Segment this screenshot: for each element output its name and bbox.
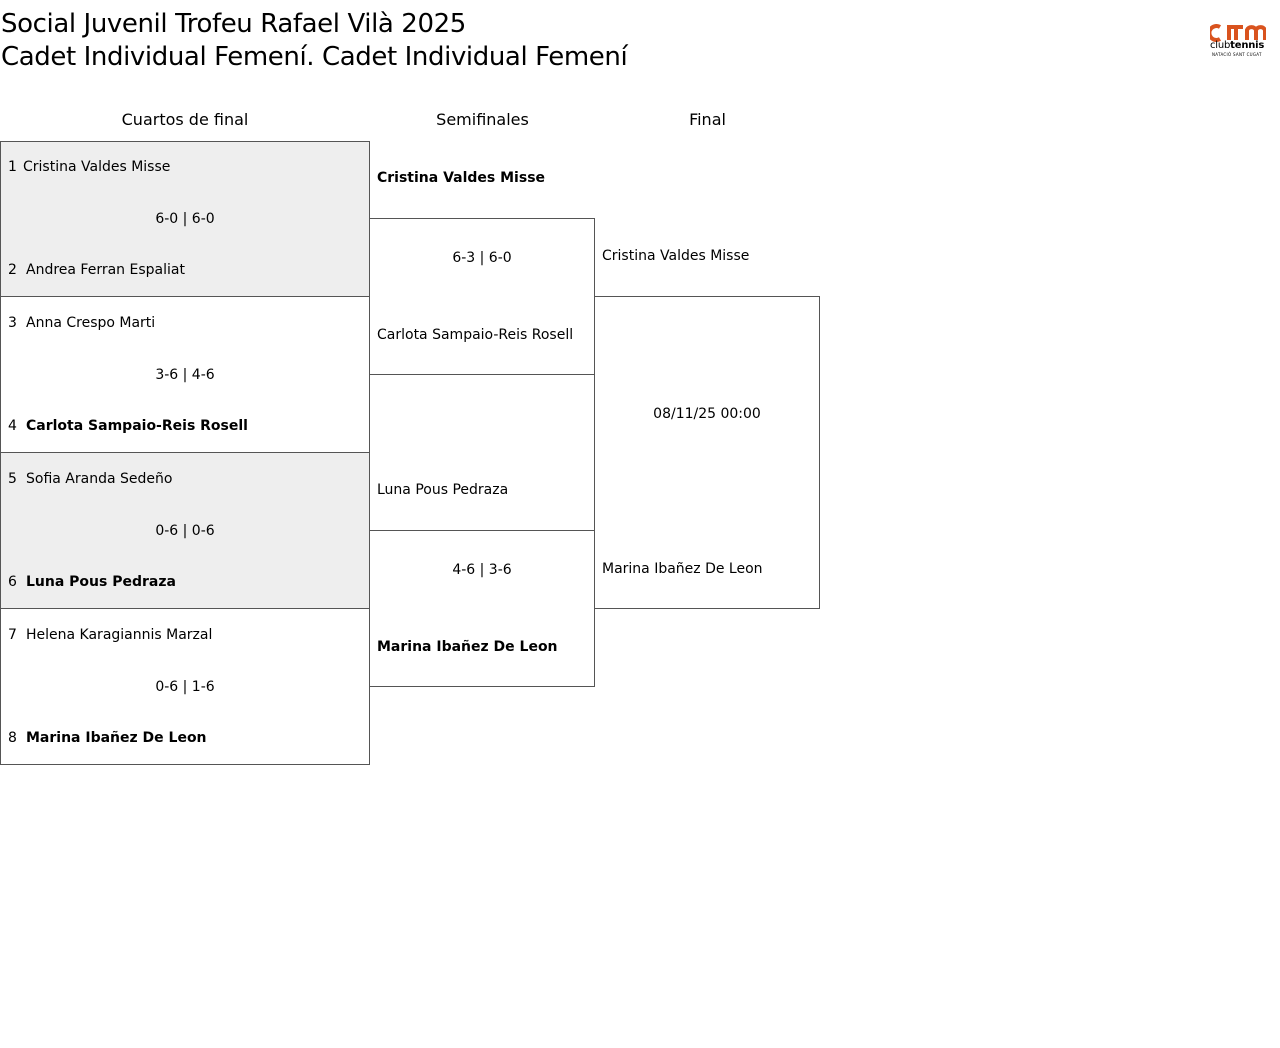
player-seed: 7 [8,627,17,643]
player-name: Sofia Aranda Sedeño [26,471,173,487]
semifinal-2-player-2-winner[interactable]: Marina Ibañez De Leon [377,639,558,655]
final-match[interactable]: 08/11/25 00:00 Marina Ibañez De Leon [594,296,820,609]
quarterfinal-match-1[interactable]: 1 Cristina Valdes Misse 6-0 | 6-0 2 Andrea… [0,141,370,297]
match-score: 6-0 | 6-0 [155,211,215,227]
semifinal-1-player-2[interactable]: Carlota Sampaio-Reis Rosell [377,327,574,343]
player-name: Andrea Ferran Espaliat [26,262,185,278]
logo-word-bold: tennis [1230,40,1265,51]
semifinal-2-player-1[interactable]: Luna Pous Pedraza [377,482,509,498]
quarterfinal-match-2[interactable]: 3 Anna Crespo Marti 3-6 | 4-6 4 Carlota Sa… [0,296,370,453]
tournament-name: Social Juvenil Trofeu Rafael Vilà 2025 [1,9,466,39]
match-score: 6-3 | 6-0 [452,250,512,266]
player-entry[interactable]: 3 Anna Crespo Marti [8,313,155,333]
match-score: 0-6 | 1-6 [155,679,215,695]
player-entry[interactable]: 7 Helena Karagiannis Marzal [8,625,212,645]
player-seed: 5 [8,471,17,487]
match-score: 4-6 | 3-6 [452,562,512,578]
match-schedule: 08/11/25 00:00 [653,406,761,422]
semifinal-1-player-1-winner[interactable]: Cristina Valdes Misse [377,170,546,186]
round-header-quarterfinals: Cuartos de final [121,110,249,129]
quarterfinal-match-3[interactable]: 5 Sofia Aranda Sedeño 0-6 | 0-6 6 Luna Pou… [0,452,370,609]
semifinal-match-1[interactable]: 6-3 | 6-0 Carlota Sampaio-Reis Rosell [369,218,595,375]
player-seed: 8 [8,730,17,746]
player-name: Carlota Sampaio-Reis Rosell [26,418,248,434]
round-header-final: Final [689,110,726,129]
semifinal-match-2[interactable]: 4-6 | 3-6 Marina Ibañez De Leon [369,530,595,687]
player-name: Helena Karagiannis Marzal [26,627,213,643]
player-name: Cristina Valdes Misse [23,159,171,175]
player-name: Marina Ibañez De Leon [26,730,207,746]
club-logo-wordmark: clubtennis [1210,40,1264,52]
player-entry[interactable]: 2 Andrea Ferran Espaliat [8,260,185,280]
player-seed: 3 [8,315,17,331]
final-player-1[interactable]: Cristina Valdes Misse [602,248,750,264]
round-header-semifinals: Semifinales [436,110,529,129]
match-score: 0-6 | 0-6 [155,523,215,539]
final-player-2[interactable]: Marina Ibañez De Leon [602,561,763,577]
player-seed: 6 [8,574,17,590]
page-title: Social Juvenil Trofeu Rafael Vilà 2025 C… [1,8,628,74]
logo-word-light: club [1210,40,1231,51]
club-logo-mark-icon [1210,24,1266,42]
player-seed: 1 [8,159,17,175]
player-seed: 4 [8,418,17,434]
player-entry-winner[interactable]: 8 Marina Ibañez De Leon [8,728,207,748]
club-logo[interactable]: clubtennis NATACIÓ SANT CUGAT [1210,24,1268,60]
draw-name: Cadet Individual Femení. Cadet Individua… [1,42,628,72]
player-entry[interactable]: 5 Sofia Aranda Sedeño [8,469,172,489]
player-seed: 2 [8,262,17,278]
quarterfinal-match-4[interactable]: 7 Helena Karagiannis Marzal 0-6 | 1-6 8 Ma… [0,608,370,765]
match-score: 3-6 | 4-6 [155,367,215,383]
player-name: Anna Crespo Marti [26,315,156,331]
club-logo-subtitle: NATACIÓ SANT CUGAT [1212,52,1262,57]
player-name: Luna Pous Pedraza [26,574,176,590]
player-entry-winner[interactable]: 6 Luna Pous Pedraza [8,572,176,592]
player-entry[interactable]: 1 Cristina Valdes Misse [8,157,170,177]
player-entry-winner[interactable]: 4 Carlota Sampaio-Reis Rosell [8,416,248,436]
